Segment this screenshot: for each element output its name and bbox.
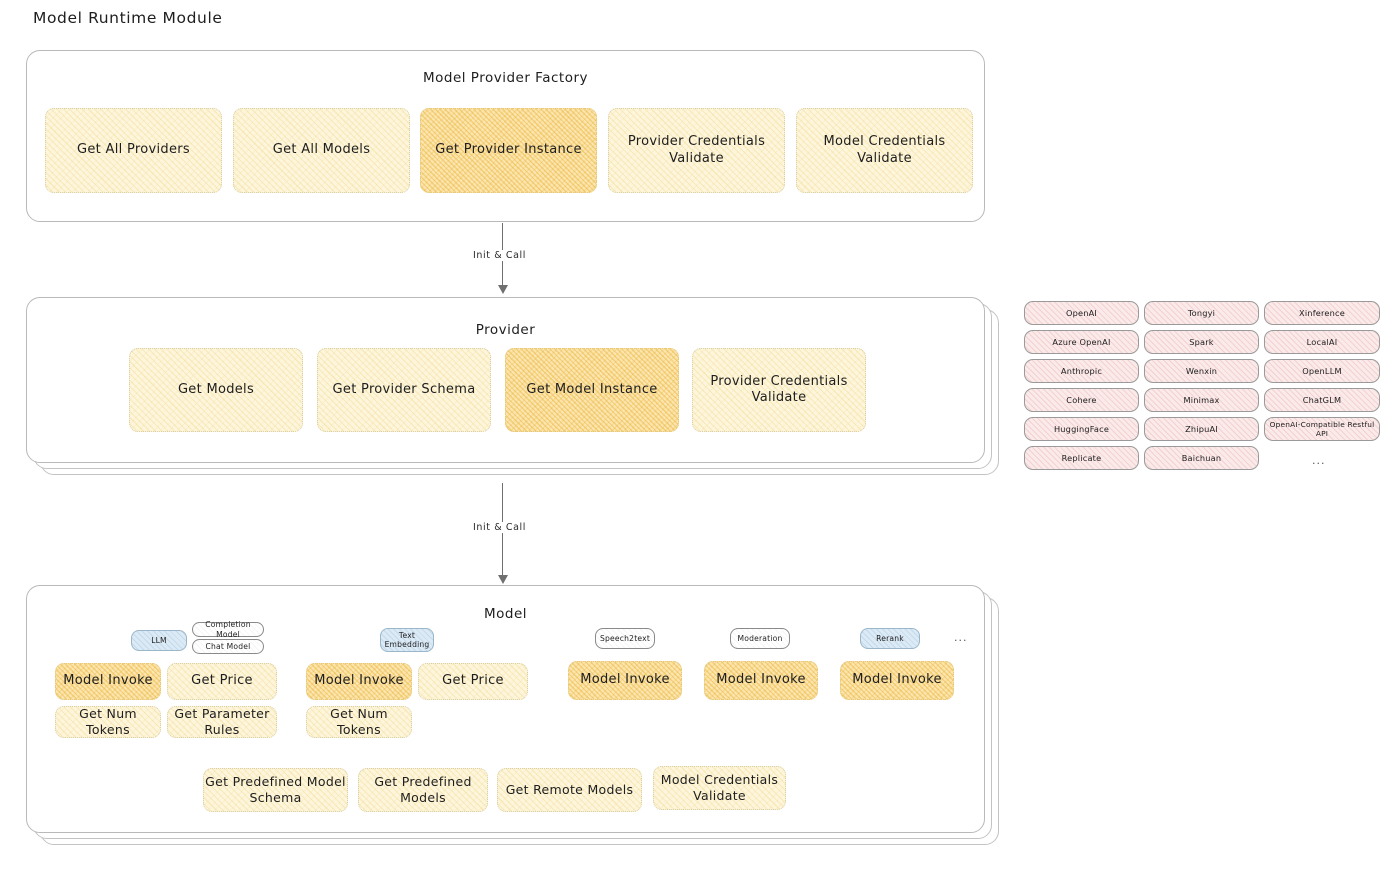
provider-pill-localai[interactable]: LocalAI	[1264, 330, 1380, 354]
model-shared-item-get-predefined-model-schema[interactable]: Get Predefined Model Schema	[203, 768, 348, 812]
provider-item-provider-credentials-validate[interactable]: Provider Credentials Validate	[692, 348, 866, 432]
provider-pill-spark[interactable]: Spark	[1144, 330, 1259, 354]
factory-item-provider-credentials-validate[interactable]: Provider Credentials Validate	[608, 108, 785, 193]
provider-pill-tongyi[interactable]: Tongyi	[1144, 301, 1259, 325]
provider-pill-openai[interactable]: OpenAI	[1024, 301, 1139, 325]
arrow-label-init-call-2: Init & Call	[469, 522, 530, 533]
model-llm-item-get-price[interactable]: Get Price	[167, 663, 277, 700]
provider-pill-anthropic[interactable]: Anthropic	[1024, 359, 1139, 383]
model-llm-item-model-invoke[interactable]: Model Invoke	[55, 663, 161, 700]
model-llm-item-get-parameter-rules[interactable]: Get Parameter Rules	[167, 706, 277, 738]
model-group-subtag-chat-model[interactable]: Chat Model	[192, 639, 264, 654]
provider-pill-huggingface[interactable]: HuggingFace	[1024, 417, 1139, 441]
model-text-embedding-item-get-price[interactable]: Get Price	[418, 663, 528, 700]
model-group-subtag-completion-model[interactable]: Completion Model	[192, 620, 264, 639]
provider-pill-replicate[interactable]: Replicate	[1024, 446, 1139, 470]
model-shared-item-model-credentials-validate[interactable]: Model Credentials Validate	[653, 766, 786, 810]
section-title-factory: Model Provider Factory	[422, 70, 588, 86]
provider-pill-zhipuai[interactable]: ZhipuAI	[1144, 417, 1259, 441]
provider-list-more-indicator: ...	[1312, 454, 1326, 467]
model-group-tag-moderation[interactable]: Moderation	[730, 628, 790, 649]
provider-list: OpenAI Azure OpenAI Anthropic Cohere Hug…	[1024, 301, 1380, 476]
model-group-tag-speech2text[interactable]: Speech2text	[595, 628, 655, 649]
arrow-provider-to-model: Init & Call	[469, 483, 530, 584]
provider-pill-xinference[interactable]: Xinference	[1264, 301, 1380, 325]
model-shared-item-get-remote-models[interactable]: Get Remote Models	[497, 768, 642, 812]
arrow-label-init-call-1: Init & Call	[469, 250, 530, 261]
section-model: Model LLM Completion Model Chat Model Mo…	[26, 585, 985, 833]
section-title-provider: Provider	[475, 322, 536, 338]
section-provider: Provider Get Models Get Provider Schema …	[26, 297, 985, 463]
provider-item-get-models[interactable]: Get Models	[129, 348, 303, 432]
page-title: Model Runtime Module	[33, 9, 223, 27]
provider-pill-azure-openai[interactable]: Azure OpenAI	[1024, 330, 1139, 354]
model-moderation-item-model-invoke[interactable]: Model Invoke	[704, 661, 818, 700]
model-rerank-item-model-invoke[interactable]: Model Invoke	[840, 661, 954, 700]
factory-item-get-provider-instance[interactable]: Get Provider Instance	[420, 108, 597, 193]
provider-pill-openllm[interactable]: OpenLLM	[1264, 359, 1380, 383]
provider-item-get-model-instance[interactable]: Get Model Instance	[505, 348, 679, 432]
provider-pill-minimax[interactable]: Minimax	[1144, 388, 1259, 412]
model-group-tag-llm[interactable]: LLM	[131, 630, 187, 651]
arrow-factory-to-provider: Init & Call	[469, 223, 530, 295]
model-shared-item-get-predefined-models[interactable]: Get Predefined Models	[358, 768, 488, 812]
factory-item-model-credentials-validate[interactable]: Model Credentials Validate	[796, 108, 973, 193]
provider-item-get-provider-schema[interactable]: Get Provider Schema	[317, 348, 491, 432]
provider-pill-chatglm[interactable]: ChatGLM	[1264, 388, 1380, 412]
provider-pill-wenxin[interactable]: Wenxin	[1144, 359, 1259, 383]
model-group-tag-rerank[interactable]: Rerank	[860, 628, 920, 649]
factory-item-get-all-providers[interactable]: Get All Providers	[45, 108, 222, 193]
provider-pill-baichuan[interactable]: Baichuan	[1144, 446, 1259, 470]
section-title-model: Model	[483, 606, 528, 622]
model-llm-item-get-num-tokens[interactable]: Get Num Tokens	[55, 706, 161, 738]
provider-pill-openai-compatible-restful-api[interactable]: OpenAI-Compatible Restful API	[1264, 417, 1380, 441]
model-text-embedding-item-get-num-tokens[interactable]: Get Num Tokens	[306, 706, 412, 738]
model-groups-more-indicator: ...	[954, 631, 968, 644]
model-text-embedding-item-model-invoke[interactable]: Model Invoke	[306, 663, 412, 700]
provider-pill-cohere[interactable]: Cohere	[1024, 388, 1139, 412]
model-group-tag-text-embedding[interactable]: Text Embedding	[380, 628, 434, 652]
model-speech2text-item-model-invoke[interactable]: Model Invoke	[568, 661, 682, 700]
factory-item-get-all-models[interactable]: Get All Models	[233, 108, 410, 193]
section-model-provider-factory: Model Provider Factory Get All Providers…	[26, 50, 985, 222]
